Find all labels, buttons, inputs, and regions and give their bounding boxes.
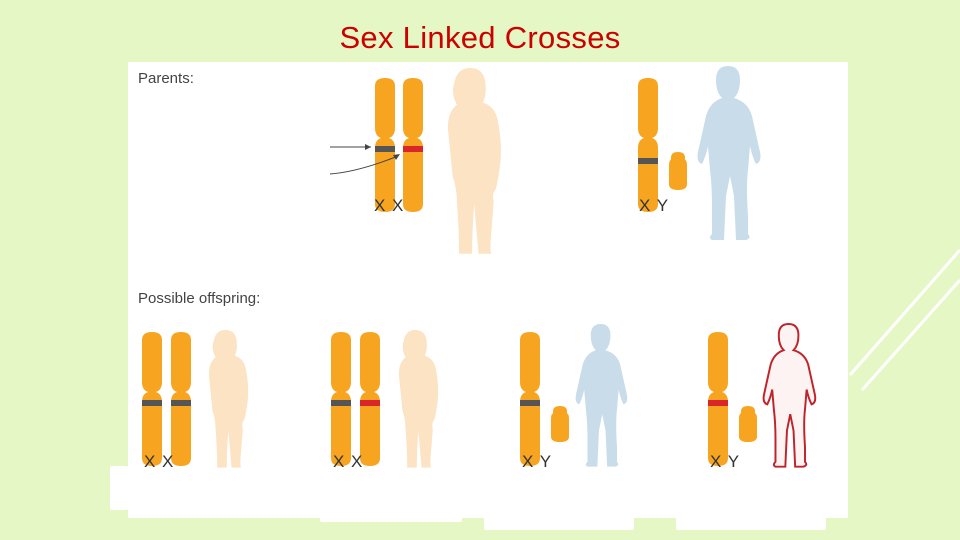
- offspring-2-group: [331, 330, 438, 468]
- normal-allele-band: [171, 400, 191, 406]
- female-figure-icon: [209, 330, 248, 468]
- parent-female-x1-chromosome: [375, 78, 395, 212]
- panel-tab-decoration: [676, 516, 826, 530]
- panel-tab-decoration: [484, 516, 634, 530]
- parent-male-x-chromosome: [638, 78, 658, 212]
- normal-allele-band: [638, 158, 658, 164]
- offspring-4-y-chromosome: [739, 406, 757, 442]
- offspring-1-x2-chromosome: [171, 332, 191, 466]
- panel-tab-decoration: [320, 508, 462, 522]
- mutant-allele-band: [403, 146, 423, 152]
- normal-allele-band: [142, 400, 162, 406]
- slide-title: Sex Linked Crosses: [0, 20, 960, 56]
- offspring-1-x1-chromosome: [142, 332, 162, 466]
- offspring-2-chromosome-label: X X: [333, 452, 363, 472]
- parent-male-y-chromosome: [669, 152, 687, 190]
- offspring-4-group: [708, 324, 815, 467]
- normal-allele-band: [520, 400, 540, 406]
- affected-male-figure-icon: [764, 324, 816, 467]
- normal-allele-band: [331, 400, 351, 406]
- parent-female-group: [330, 68, 501, 254]
- male-figure-icon: [698, 66, 761, 240]
- mutant-allele-band: [360, 400, 380, 406]
- diagram-panel: Parents: Possible offspring:: [128, 62, 848, 518]
- offspring-2-x1-chromosome: [331, 332, 351, 466]
- parent-female-x2-chromosome: [403, 78, 423, 212]
- parent-female-chromosome-label: X X: [374, 196, 404, 216]
- parent-male-chromosome-label: X Y: [639, 196, 669, 216]
- offspring-3-chromosome-label: X Y: [522, 452, 552, 472]
- arrowhead-icon: [365, 144, 371, 150]
- female-figure-icon: [399, 330, 438, 468]
- offspring-1-group: [142, 330, 248, 468]
- offspring-3-x-chromosome: [520, 332, 540, 466]
- offspring-2-x2-chromosome: [360, 332, 380, 466]
- offspring-3-y-chromosome: [551, 406, 569, 442]
- offspring-4-chromosome-label: X Y: [710, 452, 740, 472]
- offspring-1-chromosome-label: X X: [144, 452, 174, 472]
- offspring-4-x-chromosome: [708, 332, 728, 466]
- normal-allele-band: [375, 146, 395, 152]
- decorative-diagonal-lines: [840, 220, 960, 400]
- female-figure-icon: [448, 68, 501, 254]
- mutant-allele-band: [708, 400, 728, 406]
- male-figure-icon: [576, 324, 628, 467]
- panel-tab-decoration: [110, 466, 128, 510]
- offspring-3-group: [520, 324, 627, 467]
- pedigree-diagram: [128, 62, 848, 518]
